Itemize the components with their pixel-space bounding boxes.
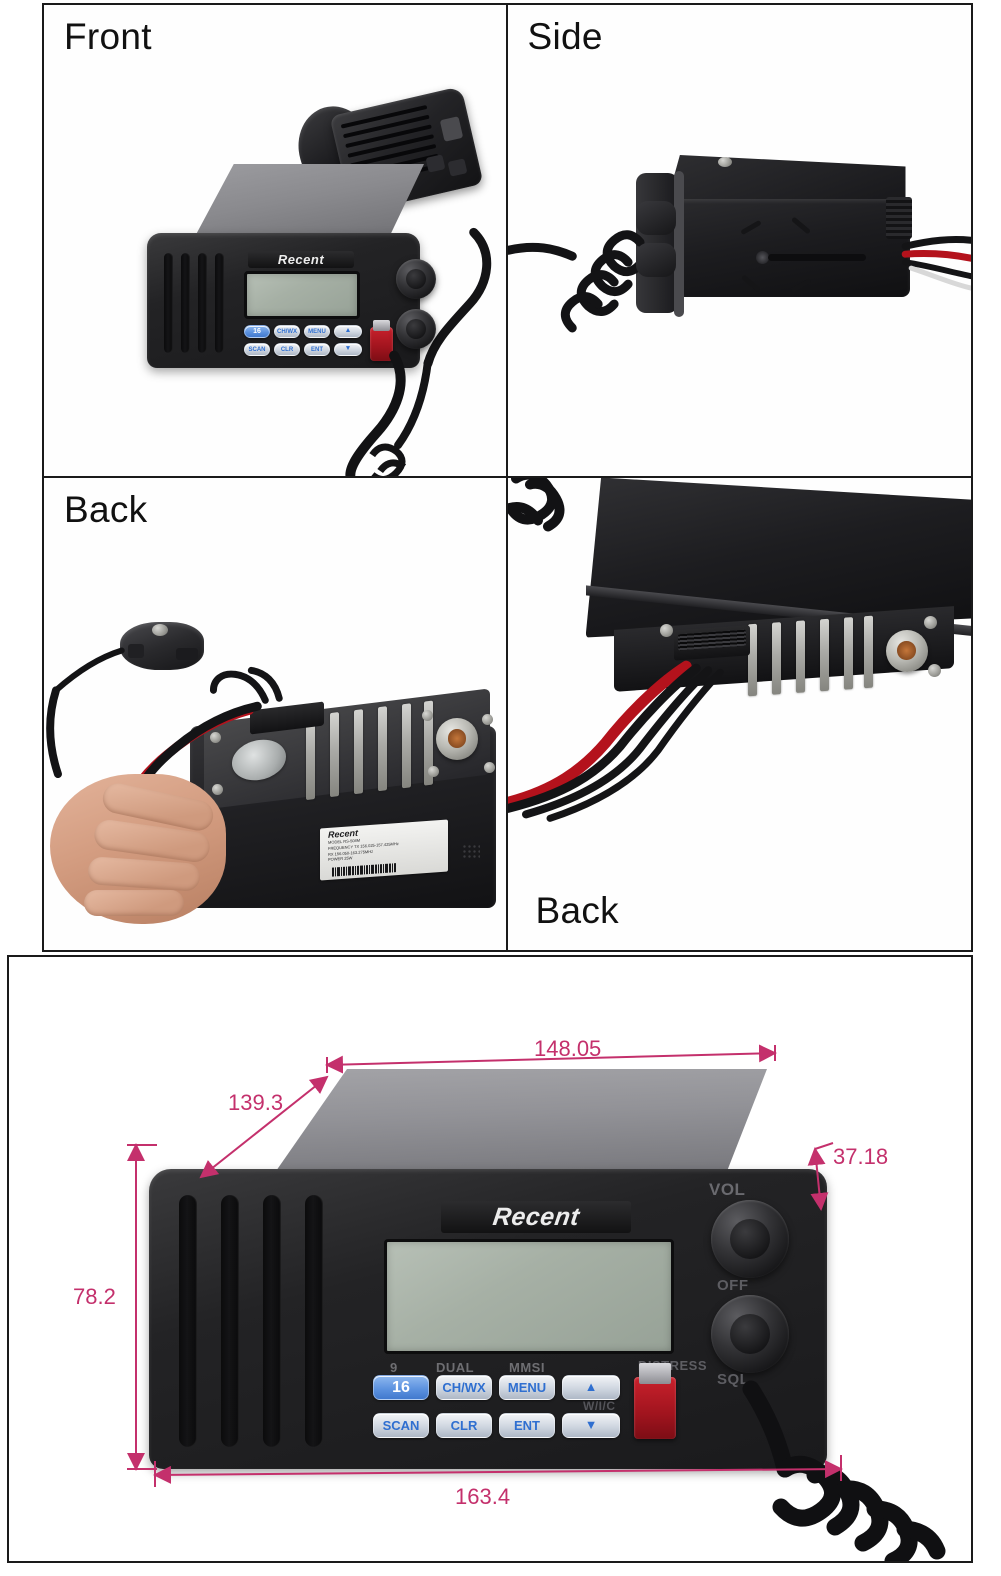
radio-front-icon-large: Recent 9 (9, 957, 971, 1561)
panel-side: Side (507, 5, 971, 478)
radio-back-icon (564, 477, 971, 738)
dimension-depth: 139.3 (228, 1090, 284, 1115)
coiled-cord-icon (507, 477, 564, 531)
key-chwx-large[interactable]: CH/WX (436, 1375, 492, 1400)
brand-logo-front: Recent (248, 251, 354, 268)
speaker-grille-icon (162, 253, 236, 353)
brand-logo-large: Recent (441, 1201, 631, 1233)
rotary-knob-sql-front[interactable] (396, 309, 436, 349)
so239-antenna-connector-icon (436, 717, 478, 760)
speaker-grille-icon (173, 1195, 363, 1447)
dimension-width-bottom: 163.4 (455, 1484, 511, 1509)
key-clr[interactable]: CLR (274, 343, 300, 356)
power-wire-icon (507, 660, 724, 822)
knob-label-vol: VOL (709, 1180, 746, 1199)
key-menu[interactable]: MENU (304, 325, 330, 338)
key-up-large[interactable]: ▲ (562, 1375, 620, 1400)
dimension-height-left: 78.2 (73, 1284, 116, 1309)
panel-label-back-left: Back (64, 488, 148, 530)
panel-label-side: Side (527, 16, 603, 57)
key-down-large[interactable]: ▼ (562, 1413, 620, 1438)
coiled-cord-icon (345, 350, 406, 476)
key-sublabel-dual: DUAL (436, 1360, 475, 1375)
knob-label-off: OFF (717, 1277, 749, 1294)
brand-name-large: Recent (490, 1202, 582, 1231)
key-clr-large[interactable]: CLR (436, 1413, 492, 1438)
power-wire-icon (901, 236, 971, 291)
panel-label-front: Front (64, 16, 152, 57)
panel-front: Front (44, 5, 508, 478)
key-down[interactable]: ▼ (334, 343, 362, 356)
key-scan-large[interactable]: SCAN (373, 1413, 429, 1438)
panel-label-back-right: Back (535, 890, 619, 932)
key-sublabel-9-alt: 9 (390, 1360, 398, 1375)
distress-button-icon-large[interactable] (634, 1363, 676, 1439)
radio-top-casing (192, 164, 424, 242)
so239-antenna-connector-icon (885, 629, 928, 672)
panel-back-connectors: Back (507, 477, 971, 950)
rotary-knob-vol-large[interactable] (711, 1200, 789, 1278)
knob-label-sql: SQL (717, 1371, 750, 1388)
views-grid: Front (42, 3, 973, 952)
key-sublabel-wic: W/I/C (583, 1399, 616, 1413)
key-scan[interactable]: SCAN (244, 343, 270, 356)
hand-icon (50, 773, 240, 934)
lcd-display-icon-large (384, 1239, 674, 1354)
radio-back-icon: Recent MODEL RS-508M FREQUENCY TX 156.02… (190, 687, 506, 926)
microphone-icon (120, 616, 206, 682)
rotary-knob-vol-front[interactable] (396, 259, 436, 299)
key-menu-large[interactable]: MENU (499, 1375, 555, 1400)
mic-cable-icon (369, 227, 492, 476)
panel-back-hand: Back (44, 477, 508, 950)
radio-top-casing (267, 1069, 767, 1184)
brand-name: Recent (277, 252, 325, 267)
dimension-width-top: 148.05 (534, 1036, 602, 1061)
key-ent-large[interactable]: ENT (499, 1413, 555, 1438)
key-16-large[interactable]: 16 (373, 1375, 429, 1400)
dimension-height-right: 37.18 (833, 1144, 889, 1169)
rotary-knob-sql-large[interactable] (711, 1295, 789, 1373)
panel-dimensions: Recent 9 DUAL MMSI 9 W/I/C DISTRESS 16 C… (7, 955, 973, 1563)
key-sublabel-mmsi: MMSI (509, 1360, 545, 1375)
key-up[interactable]: ▲ (334, 325, 362, 338)
key-16[interactable]: 16 (244, 325, 270, 338)
lcd-display-icon (244, 271, 360, 319)
key-chwx[interactable]: CH/WX (274, 325, 300, 338)
key-ent[interactable]: ENT (304, 343, 330, 356)
mic-cable-icon (46, 646, 125, 778)
keypad-front: 16 CH/WX MENU ▲ SCAN CLR ENT ▼ (244, 325, 364, 363)
distress-button-icon[interactable] (370, 319, 393, 361)
microphone-icon (635, 201, 682, 321)
coiled-cord-icon (507, 230, 645, 333)
